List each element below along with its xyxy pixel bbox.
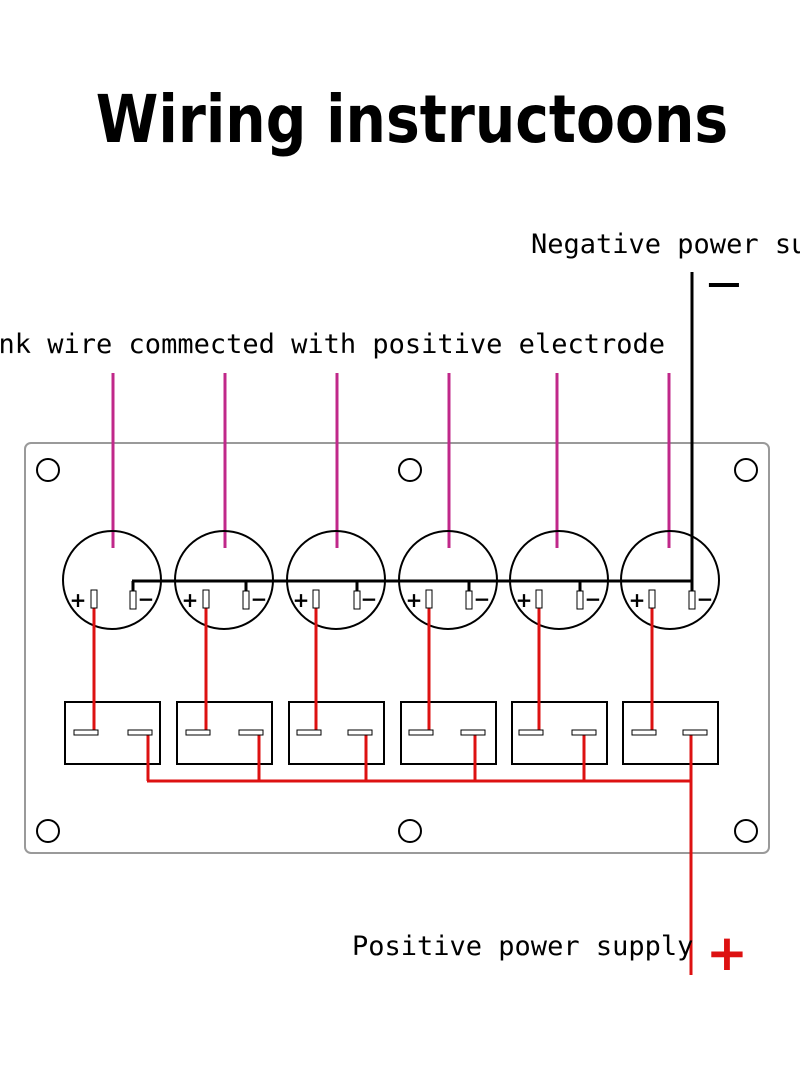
fuse-terminal xyxy=(460,729,486,736)
light-plus-pin xyxy=(312,589,320,609)
mounting-holes xyxy=(36,458,758,843)
light-plus-pin xyxy=(535,589,543,609)
fuse-terminal xyxy=(518,729,544,736)
positive-symbol: + xyxy=(706,924,748,982)
light-minus-pin xyxy=(353,590,361,610)
negative-symbol: − xyxy=(704,256,744,312)
light-minus-pin xyxy=(465,590,473,610)
fuse-holder xyxy=(622,701,719,765)
fuse-holder xyxy=(64,701,161,765)
fuse-terminal xyxy=(631,729,657,736)
switch-panel xyxy=(24,442,770,854)
fuse-holder xyxy=(176,701,273,765)
fuse-terminal xyxy=(682,729,708,736)
light-plus-pin xyxy=(202,589,210,609)
plus-mark: + xyxy=(293,588,310,612)
mounting-hole xyxy=(36,458,60,482)
light-minus-pin xyxy=(576,590,584,610)
plus-mark: + xyxy=(70,588,87,612)
pink-wire-label: Pink wire commected with positive electr… xyxy=(0,329,665,360)
mounting-hole xyxy=(734,458,758,482)
minus-mark: − xyxy=(697,587,714,611)
light-minus-pin xyxy=(242,590,250,610)
plus-mark: + xyxy=(182,588,199,612)
plus-mark: + xyxy=(406,588,423,612)
light-plus-pin xyxy=(648,589,656,609)
positive-supply-label: Positive power supply xyxy=(352,931,693,962)
fuse-terminal xyxy=(185,729,211,736)
terminal-pins xyxy=(73,589,708,736)
plus-mark: + xyxy=(629,588,646,612)
light-plus-pin xyxy=(425,589,433,609)
fuse-terminal xyxy=(73,729,99,736)
positive-wiring xyxy=(92,608,693,975)
negative-bus xyxy=(131,272,694,591)
fuse-terminal xyxy=(296,729,322,736)
fuse-holder xyxy=(400,701,497,765)
fuse-holder xyxy=(511,701,608,765)
mounting-hole xyxy=(398,819,422,843)
fuse-holder xyxy=(288,701,385,765)
fuse-terminal xyxy=(571,729,597,736)
mounting-hole xyxy=(734,819,758,843)
minus-mark: − xyxy=(251,587,268,611)
minus-mark: − xyxy=(585,587,602,611)
minus-mark: − xyxy=(361,587,378,611)
fuse-terminal xyxy=(347,729,373,736)
light-minus-pin xyxy=(129,590,137,610)
fuse-terminal xyxy=(238,729,264,736)
minus-mark: − xyxy=(138,587,155,611)
polarity-marks: + − + − + − + − + − + − xyxy=(70,587,714,612)
diagram-title: Wiring instructoons xyxy=(96,81,728,158)
mounting-hole xyxy=(398,458,422,482)
fuse-terminal xyxy=(408,729,434,736)
light-minus-pin xyxy=(688,590,696,610)
mounting-hole xyxy=(36,819,60,843)
minus-mark: − xyxy=(474,587,491,611)
negative-supply-label: Negative power supply xyxy=(531,229,800,260)
plus-mark: + xyxy=(516,588,533,612)
fuse-terminal xyxy=(127,729,153,736)
light-plus-pin xyxy=(90,589,98,609)
